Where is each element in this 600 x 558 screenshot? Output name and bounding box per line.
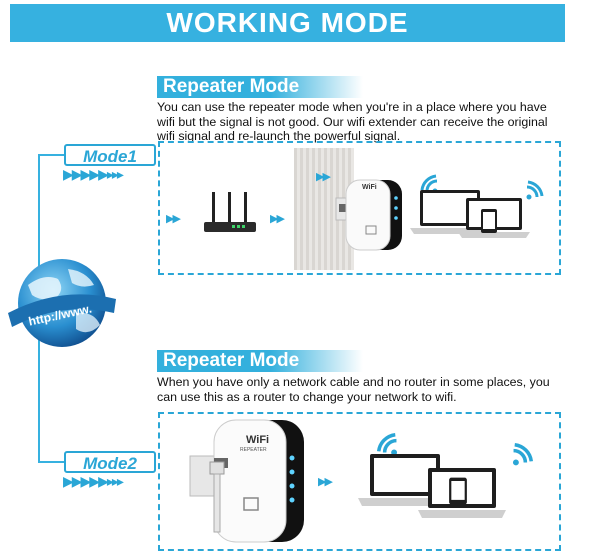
mode2-device-brand: WiFi — [246, 434, 270, 446]
wifi-icon — [376, 432, 398, 456]
connector-line-vertical-bottom — [38, 332, 40, 462]
phone-icon — [449, 477, 467, 505]
section1-desc-line: wifi but the signal is not good. Our wif… — [157, 114, 548, 129]
working-mode-banner: WORKING MODE — [10, 4, 565, 42]
section2-desc-line: can use this as a router to change your … — [157, 389, 457, 404]
mode1-arrows: ▶▶▶▶▶▸▸▸ — [63, 166, 124, 182]
connector-line-mode2 — [38, 461, 66, 463]
mode1-label: Mode1 — [64, 144, 156, 166]
laptop-icon — [358, 454, 450, 506]
mode1-diagram-box — [158, 141, 561, 275]
connector-line-vertical-top — [38, 155, 40, 273]
section1-desc-line: You can use the repeater mode when you'r… — [157, 100, 547, 114]
router-icon — [204, 192, 256, 232]
repeater-icon — [189, 419, 304, 543]
section2-title: Repeater Mode — [157, 350, 363, 372]
wifi-icon — [512, 442, 534, 466]
mode2-diagram-box — [158, 412, 561, 551]
mode1-arrow-a: ▶▶ — [166, 213, 181, 225]
section1-desc-line: wifi signal and re-launch the powerful s… — [157, 129, 401, 143]
mode2-arrow: ▶▶ — [318, 476, 333, 488]
phone-icon — [481, 209, 497, 233]
section2-description: When you have only a network cable and n… — [157, 375, 562, 404]
ethernet-cable-icon — [209, 461, 225, 533]
mode2-arrows: ▶▶▶▶▶▸▸▸ — [63, 473, 124, 489]
mode1-arrow-c: ▶▶ — [316, 171, 331, 183]
repeater-icon — [335, 179, 402, 251]
connector-line-mode1 — [38, 154, 66, 156]
mode1-arrow-b: ▶▶ — [270, 213, 285, 225]
section1-title: Repeater Mode — [157, 76, 363, 98]
section1-description: You can use the repeater mode when you'r… — [157, 100, 562, 144]
mode2-device-model: REPEATER — [240, 447, 267, 453]
mode1-device-brand: WiFi — [362, 184, 377, 191]
wifi-icon — [526, 180, 544, 200]
mode2-label: Mode2 — [64, 451, 156, 473]
section2-desc-line: When you have only a network cable and n… — [157, 375, 550, 389]
globe-icon — [8, 259, 116, 347]
